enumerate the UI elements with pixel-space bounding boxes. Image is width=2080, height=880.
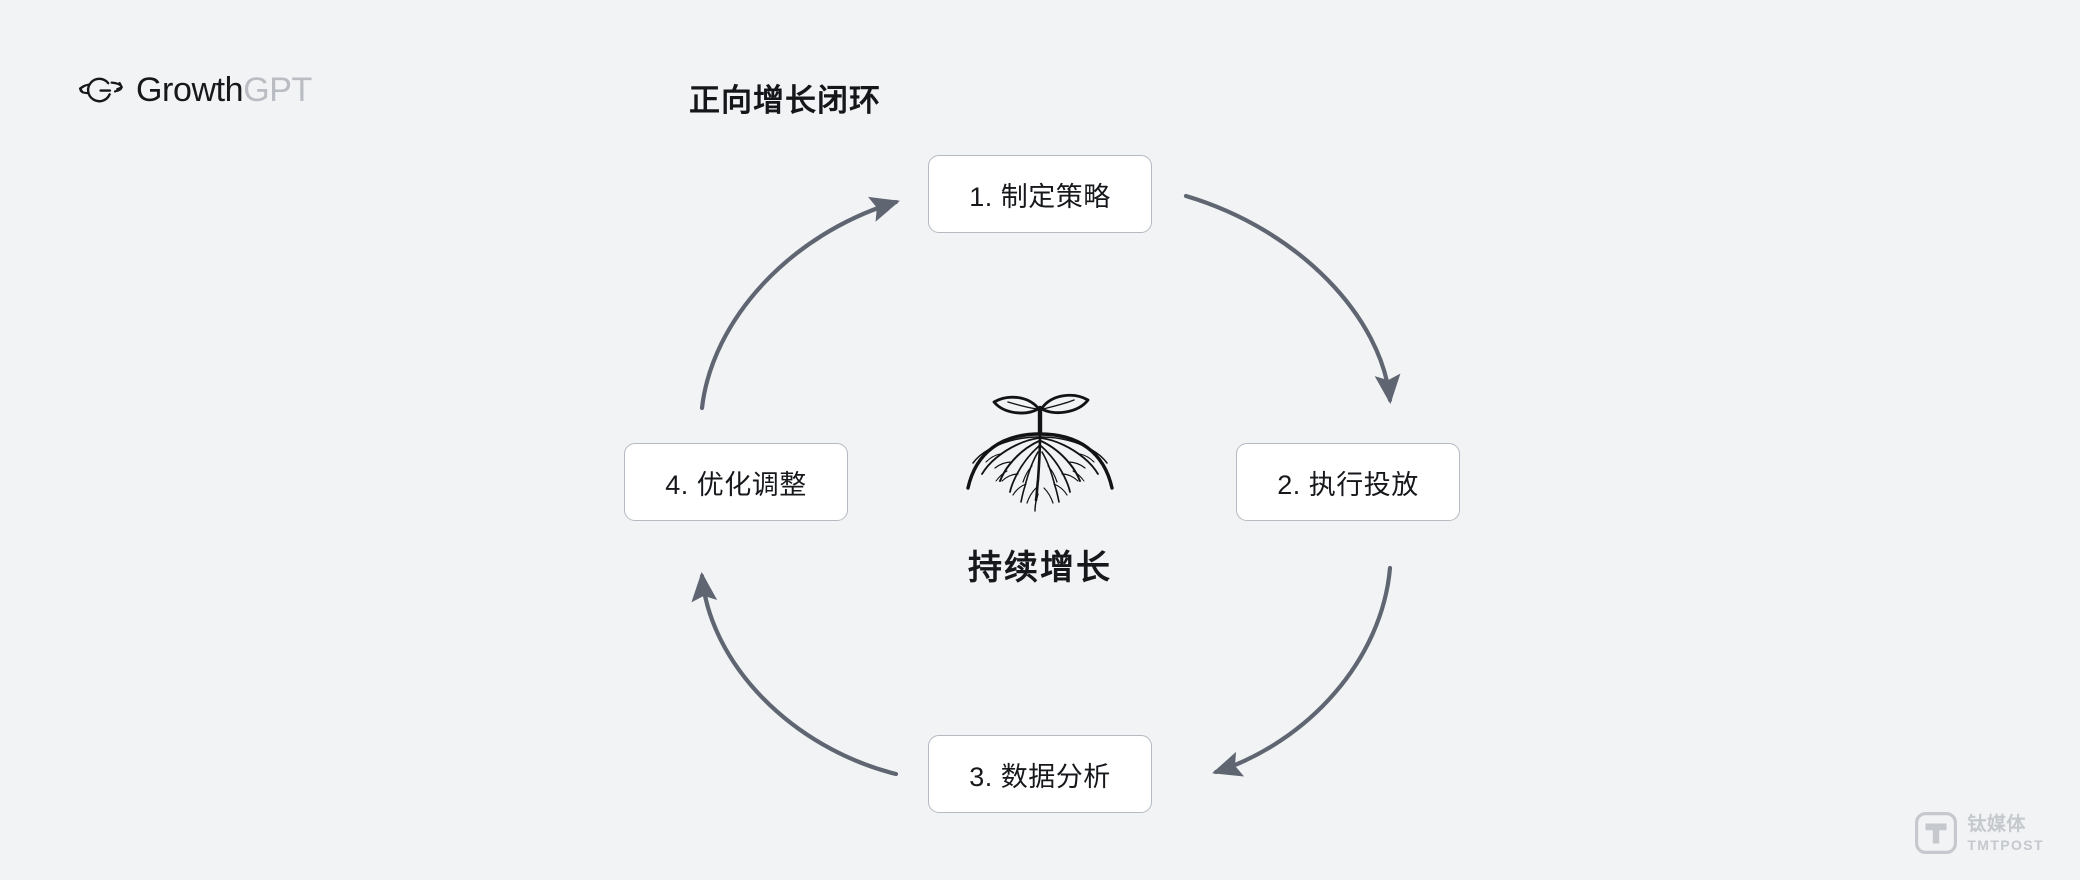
cycle-node-step-1[interactable]: 1. 制定策略	[928, 155, 1152, 233]
arrow-step2-to-step3	[1212, 565, 1393, 777]
cycle-node-step-3-label: 3. 数据分析	[969, 761, 1111, 792]
cycle-node-step-2[interactable]: 2. 执行投放	[1236, 443, 1460, 521]
brand-wordmark: GrowthGPT	[136, 73, 312, 107]
cycle-node-step-3[interactable]: 3. 数据分析	[928, 735, 1152, 813]
planet-ring-g-icon	[78, 73, 124, 107]
page-title: 正向增长闭环	[0, 75, 2080, 120]
center-caption: 持续增长	[880, 540, 1200, 589]
cycle-node-step-4[interactable]: 4. 优化调整	[624, 443, 848, 521]
brand-logo: GrowthGPT	[78, 66, 312, 114]
arrow-step4-to-step1	[699, 196, 900, 411]
seedling-sprout-with-roots-icon	[950, 388, 1130, 520]
watermark: 钛媒体 TMTPOST	[1915, 812, 2044, 854]
center-caption-text: 持续增长	[968, 549, 1112, 587]
watermark-text: 钛媒体 TMTPOST	[1967, 815, 2044, 852]
cycle-node-step-4-label: 4. 优化调整	[665, 469, 807, 500]
brand-name-secondary: GPT	[243, 71, 312, 109]
page-title-text: 正向增长闭环	[689, 83, 881, 118]
brand-name-primary: Growth	[136, 71, 244, 109]
watermark-name-cn: 钛媒体	[1967, 813, 2026, 835]
cycle-node-step-1-label: 1. 制定策略	[969, 181, 1111, 212]
cycle-node-step-2-label: 2. 执行投放	[1277, 469, 1419, 500]
watermark-name-en: TMTPOST	[1967, 836, 2044, 853]
tmtpost-t-logo-icon	[1915, 812, 1958, 854]
arrow-step3-to-step4	[691, 571, 899, 777]
arrow-step1-to-step2	[1183, 193, 1401, 405]
